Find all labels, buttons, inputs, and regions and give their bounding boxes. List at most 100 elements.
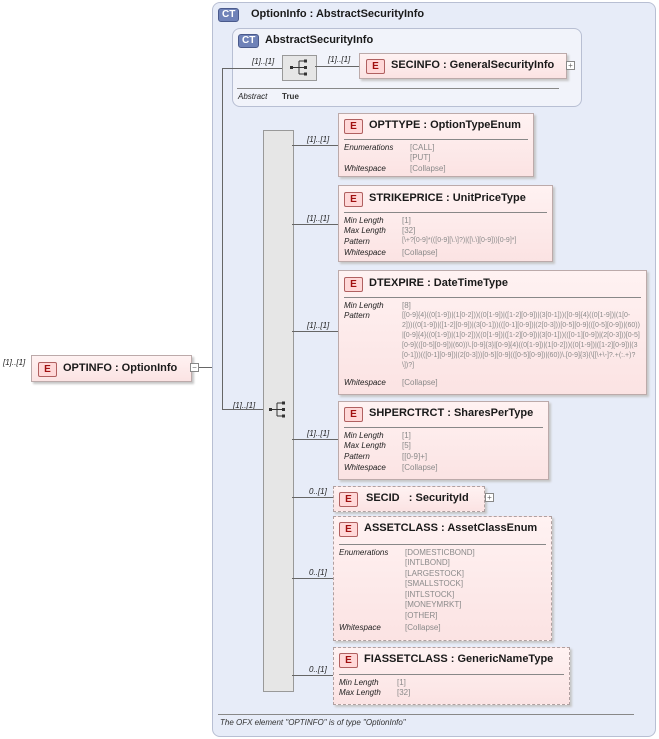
prop-value: [Collapse]	[410, 164, 446, 173]
connector	[292, 224, 338, 225]
element-assetclass[interactable]: E ASSETCLASS : AssetClassEnum Enumeratio…	[333, 516, 552, 641]
element-label: ASSETCLASS : AssetClassEnum	[364, 522, 538, 534]
connector	[315, 66, 359, 67]
prop-name: Enumerations	[339, 548, 389, 557]
element-strikeprice[interactable]: E STRIKEPRICE : UnitPriceType Min Length…	[338, 185, 553, 262]
element-icon: E	[339, 522, 358, 537]
element-icon: E	[339, 492, 358, 507]
prop-value: [8]	[402, 301, 411, 310]
prop-value: [32]	[397, 688, 411, 697]
complex-type-icon: CT	[218, 8, 240, 22]
diagram-footer: The OFX element "OPTINFO" is of type "Op…	[220, 718, 406, 727]
element-cardinality: 0..[1]	[309, 568, 327, 577]
element-secinfo[interactable]: E SECINFO : GeneralSecurityInfo	[359, 53, 567, 79]
abstract-label: Abstract	[238, 92, 268, 101]
abstract-value: True	[282, 92, 299, 101]
prop-name: Min Length	[344, 431, 384, 440]
prop-value: [Collapse]	[402, 248, 438, 257]
base-sequence-cardinality: [1]..[1]	[252, 57, 275, 66]
sequence-cardinality: [1]..[1]	[233, 401, 256, 410]
prop-value: [1]	[397, 678, 406, 687]
root-element-optinfo[interactable]: E OPTINFO : OptionInfo	[31, 355, 192, 382]
prop-value: [1]	[402, 431, 411, 440]
element-icon: E	[366, 59, 385, 74]
expand-icon[interactable]: +	[566, 61, 575, 70]
connector	[292, 675, 333, 676]
prop-name: Whitespace	[344, 164, 386, 173]
prop-value: [CALL]	[410, 143, 435, 152]
connector	[292, 145, 338, 146]
divider	[339, 544, 546, 545]
element-label: FIASSETCLASS : GenericNameType	[364, 653, 554, 665]
element-cardinality: [1]..[1]	[307, 429, 330, 438]
connector	[222, 68, 282, 69]
prop-value: [Collapse]	[405, 623, 441, 632]
prop-value: [1]	[402, 216, 411, 225]
prop-value: [OTHER]	[405, 611, 438, 620]
prop-name: Min Length	[344, 301, 384, 310]
element-label: OPTTYPE : OptionTypeEnum	[369, 119, 521, 131]
prop-name: Whitespace	[344, 378, 386, 387]
root-cardinality: [1]..[1]	[3, 358, 26, 367]
divider	[344, 427, 543, 428]
prop-name: Min Length	[344, 216, 384, 225]
prop-value: [MONEYMRKT]	[405, 600, 462, 609]
sequence-compositor[interactable]	[263, 130, 294, 692]
element-shperctrct[interactable]: E SHPERCTRCT : SharesPerType Min Length …	[338, 401, 549, 480]
prop-value: [Collapse]	[402, 463, 438, 472]
prop-name: Pattern	[344, 237, 370, 246]
divider	[218, 714, 634, 715]
prop-value: [32]	[402, 226, 416, 235]
collapse-icon[interactable]: −	[190, 363, 199, 372]
prop-name: Pattern	[344, 311, 370, 320]
expand-icon[interactable]: +	[485, 493, 494, 502]
element-dtexpire[interactable]: E DTEXPIRE : DateTimeType Min Length [8]…	[338, 270, 647, 395]
prop-name: Whitespace	[344, 463, 386, 472]
connector	[292, 578, 333, 579]
prop-name: Enumerations	[344, 143, 394, 152]
element-label: DTEXPIRE : DateTimeType	[369, 277, 508, 289]
prop-name: Max Length	[339, 688, 381, 697]
connector	[199, 367, 212, 368]
root-element-label: OPTINFO : OptionInfo	[63, 362, 178, 374]
element-cardinality: 0..[1]	[309, 487, 327, 496]
prop-value: [Collapse]	[402, 378, 438, 387]
connector	[292, 439, 338, 440]
element-label: SECID : SecurityId	[366, 492, 469, 504]
element-cardinality: [1]..[1]	[307, 214, 330, 223]
element-cardinality: 0..[1]	[309, 665, 327, 674]
prop-value: [SMALLSTOCK]	[405, 579, 464, 588]
complex-type-icon: CT	[238, 34, 260, 48]
element-secid[interactable]: E SECID : SecurityId	[333, 486, 485, 512]
divider	[339, 674, 564, 675]
divider	[344, 212, 547, 213]
prop-value: [INTLSTOCK]	[405, 590, 455, 599]
prop-value: [[0-9]+]	[402, 452, 428, 461]
prop-value: [PUT]	[410, 153, 431, 162]
element-icon: E	[344, 192, 363, 207]
element-icon: E	[344, 407, 363, 422]
element-icon: E	[38, 362, 57, 377]
prop-name: Whitespace	[339, 623, 381, 632]
divider	[344, 297, 641, 298]
element-icon: E	[339, 653, 358, 668]
sequence-icon	[269, 401, 285, 418]
prop-name: Pattern	[344, 452, 370, 461]
divider	[344, 139, 528, 140]
element-label: STRIKEPRICE : UnitPriceType	[369, 192, 526, 204]
prop-value: [\+?[0-9]*(([0-9][\.\]?)|([\.\][0-9]))[0…	[402, 237, 517, 244]
connector	[292, 497, 333, 498]
element-cardinality: [1]..[1]	[307, 321, 330, 330]
element-label: SHPERCTRCT : SharesPerType	[369, 407, 534, 419]
element-cardinality: [1]..[1]	[307, 135, 330, 144]
sequence-icon	[290, 59, 307, 76]
base-type-label: AbstractSecurityInfo	[265, 34, 374, 46]
prop-value: [LARGESTOCK]	[405, 569, 464, 578]
prop-name: Whitespace	[344, 248, 386, 257]
element-opttype[interactable]: E OPTTYPE : OptionTypeEnum Enumerations …	[338, 113, 534, 177]
connector	[222, 409, 263, 410]
base-sequence-compositor[interactable]	[282, 55, 317, 81]
element-icon: E	[344, 277, 363, 292]
divider	[237, 88, 559, 89]
element-fiassetclass[interactable]: E FIASSETCLASS : GenericNameType Min Len…	[333, 647, 570, 705]
